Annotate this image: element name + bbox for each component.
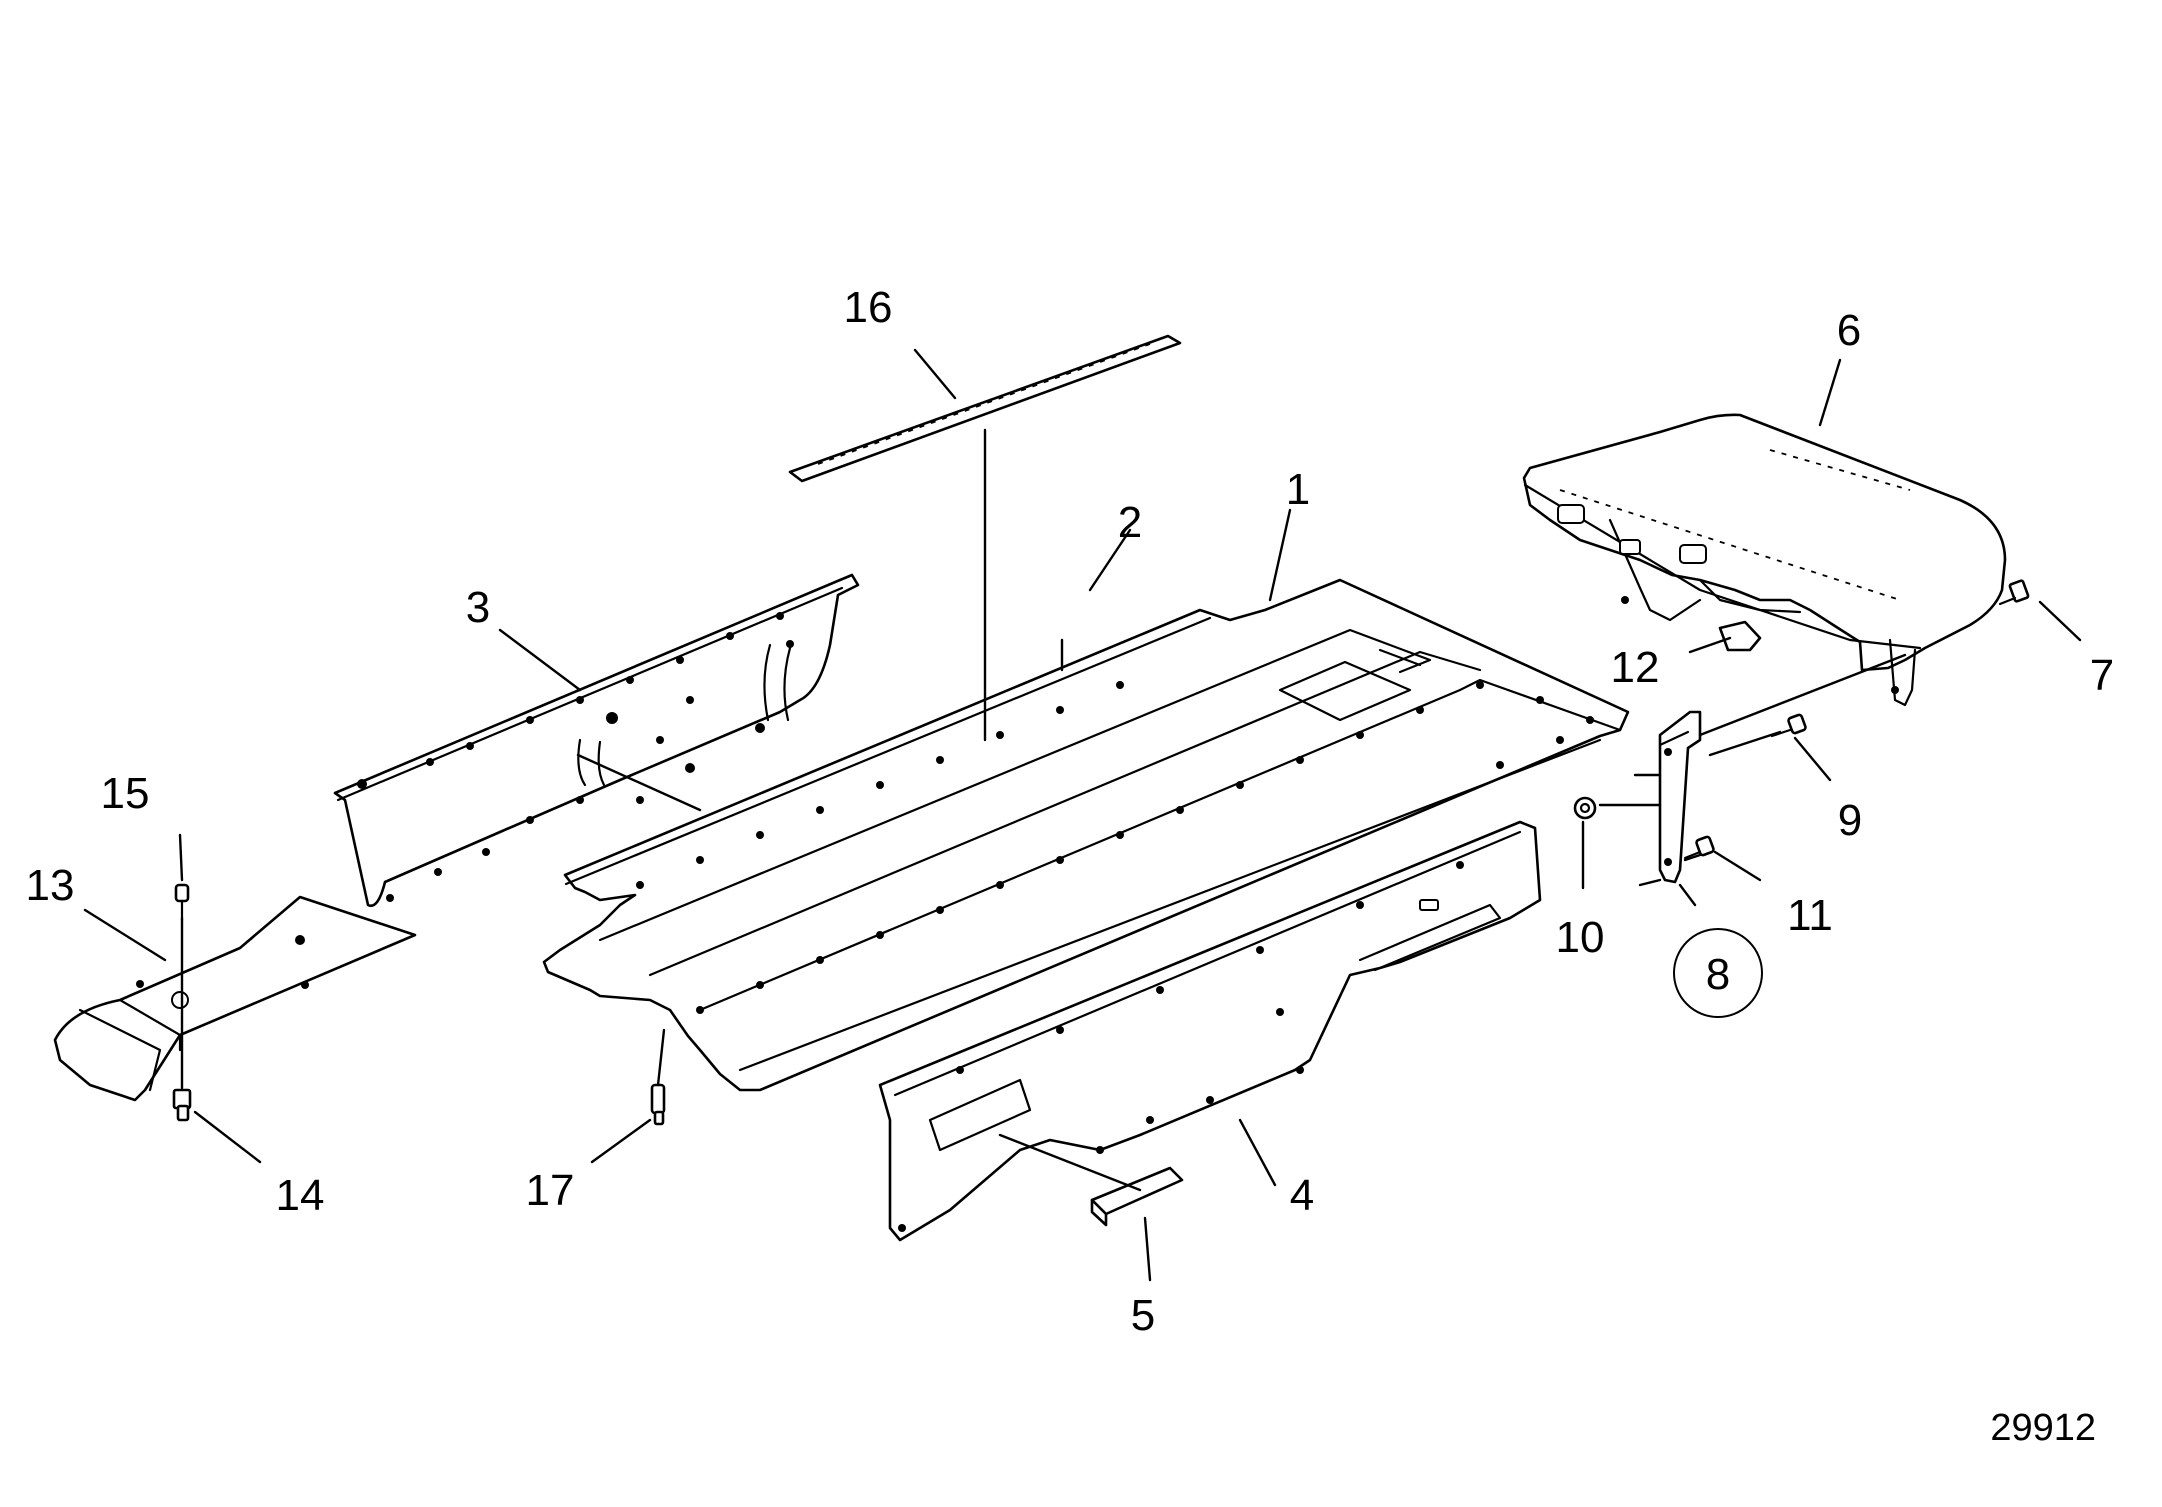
part-5-bar — [1090, 1166, 1184, 1227]
part-6-cover — [1522, 413, 2007, 707]
callout-8-circle — [1673, 928, 1763, 1018]
callout-8: 8 — [1706, 950, 1730, 999]
callout-6: 6 — [1837, 306, 1861, 355]
part-16-label-strip — [788, 334, 1182, 483]
part-1-floor-plate — [542, 578, 1630, 1092]
part-12-clip — [1718, 620, 1762, 652]
reference-number: 29912 — [1990, 1407, 2096, 1449]
part-13-bracket-plate — [53, 895, 417, 1102]
callout-16: 16 — [844, 283, 893, 332]
callout-17: 17 — [526, 1166, 575, 1215]
part-11-bolt — [1683, 835, 1715, 860]
part-8-bracket — [1658, 710, 1702, 884]
callout-2: 2 — [1118, 498, 1142, 547]
callout-4: 4 — [1290, 1171, 1314, 1220]
part-3-side-panel — [333, 573, 860, 908]
callout-13: 13 — [26, 861, 75, 910]
part-7-bolt — [1998, 579, 2030, 606]
part-17-pin — [650, 1083, 666, 1126]
part-9-bolt — [1770, 713, 1807, 738]
callout-1: 1 — [1286, 465, 1310, 514]
callout-12: 12 — [1611, 643, 1660, 692]
callout-9: 9 — [1838, 796, 1862, 845]
callouts: 1 2 3 4 5 6 7 8 9 10 11 12 13 14 15 16 1… — [26, 283, 2115, 1449]
part-4-lower-panel — [878, 820, 1542, 1242]
callout-14: 14 — [276, 1171, 325, 1220]
callout-11: 11 — [1787, 891, 1833, 940]
part-15-bolt — [174, 883, 190, 922]
leader-lines — [83, 348, 2082, 1282]
callout-3: 3 — [466, 583, 490, 632]
callout-10: 10 — [1556, 913, 1605, 962]
part-14-spacer — [172, 1088, 192, 1122]
callout-5: 5 — [1131, 1291, 1155, 1340]
part-10-nut — [1573, 796, 1597, 820]
callout-15: 15 — [101, 769, 150, 818]
callout-7: 7 — [2090, 651, 2114, 700]
